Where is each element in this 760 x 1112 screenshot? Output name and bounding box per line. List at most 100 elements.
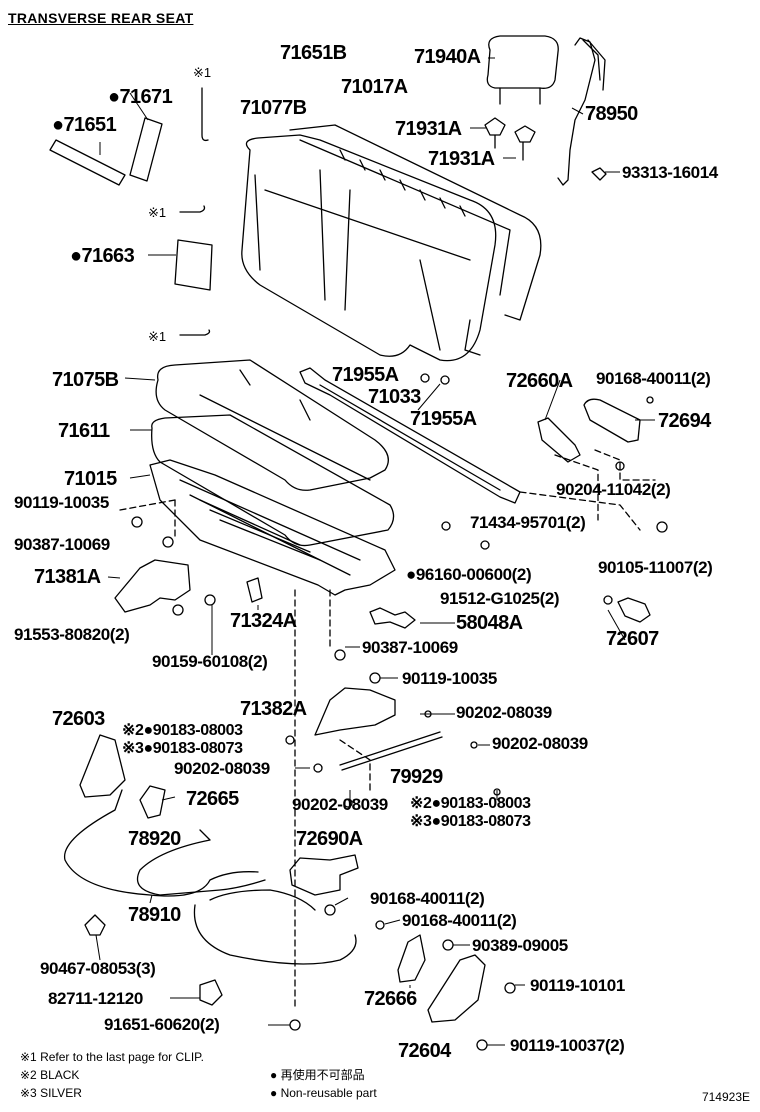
headrest-support-2 bbox=[514, 125, 536, 161]
seat-back-cushion bbox=[241, 134, 497, 362]
cable-78910 bbox=[63, 789, 259, 897]
part-71033: 71033 bbox=[368, 386, 421, 408]
part-58048A: 58048A bbox=[456, 612, 523, 634]
diagram-title: TRANSVERSE REAR SEAT bbox=[8, 10, 194, 26]
part-90119-a: 90119-10035 bbox=[14, 493, 109, 512]
lever-72690A bbox=[289, 854, 359, 896]
cable-78920 bbox=[136, 829, 266, 896]
part-90119-c: 90119-10101 bbox=[530, 976, 625, 995]
part-71381A: 71381A bbox=[34, 566, 101, 588]
cable-lower-2 bbox=[209, 889, 316, 911]
rod-79929 bbox=[339, 731, 443, 771]
clip-90467 bbox=[84, 914, 106, 936]
part-90387-a: 90387-10069 bbox=[14, 535, 110, 554]
part-71940A: 71940A bbox=[414, 46, 481, 68]
seat-back-frame bbox=[289, 124, 542, 356]
part-71077B: 71077B bbox=[240, 97, 307, 119]
legend-note-3: ※3 SILVER bbox=[20, 1086, 82, 1100]
bracket-58048A bbox=[369, 607, 416, 629]
part-90168-b: 90168-40011(2) bbox=[370, 889, 485, 908]
legend-nonreusable-jp-text: 再使用不可部品 bbox=[280, 1068, 365, 1082]
bracket-72660A bbox=[537, 417, 581, 463]
part-78950: 78950 bbox=[585, 103, 638, 125]
part-91651: 91651-60620(2) bbox=[104, 1015, 220, 1034]
part-90202-c: 90202-08039 bbox=[174, 759, 270, 778]
part-71651: ●71651 bbox=[52, 114, 117, 136]
clip-note-2: ※1 bbox=[148, 205, 167, 220]
cover-71663 bbox=[174, 239, 213, 291]
part-79929: 79929 bbox=[390, 766, 443, 788]
part-90202-b: 90202-08039 bbox=[492, 734, 588, 753]
clip-note-1: ※1 bbox=[193, 65, 212, 80]
part-90183-08003-b: ※2●90183-08003 bbox=[410, 795, 531, 812]
legend-note-2: ※2 BLACK bbox=[20, 1068, 80, 1082]
fasteners bbox=[131, 373, 668, 1051]
part-90467: 90467-08053(3) bbox=[40, 959, 156, 978]
part-93313: 93313-16014 bbox=[622, 163, 718, 182]
seat-frame-71015 bbox=[149, 459, 396, 596]
seat-cushion-71075B bbox=[155, 359, 389, 491]
part-90119-d: 90119-10037(2) bbox=[510, 1036, 625, 1055]
cable-lower bbox=[193, 904, 357, 965]
part-90168-c: 90168-40011(2) bbox=[402, 911, 517, 930]
part-71324A: 71324A bbox=[230, 610, 297, 632]
part-72666: 72666 bbox=[364, 988, 417, 1010]
seat-cushion-71611 bbox=[151, 414, 395, 547]
part-72604: 72604 bbox=[398, 1040, 451, 1062]
part-72607: 72607 bbox=[606, 628, 659, 650]
part-72665: 72665 bbox=[186, 788, 239, 810]
clip-71324A bbox=[246, 577, 263, 603]
bolt-93313 bbox=[591, 167, 607, 181]
part-90159: 90159-60108(2) bbox=[152, 652, 268, 671]
part-91512: 91512-G1025(2) bbox=[440, 589, 560, 608]
part-90183-08073-b: ※3●90183-08073 bbox=[410, 813, 531, 830]
part-71651B: 71651B bbox=[280, 42, 347, 64]
part-71663: ●71663 bbox=[70, 245, 135, 267]
connector-82711 bbox=[199, 979, 223, 1006]
part-90202-d: 90202-08039 bbox=[292, 795, 388, 814]
part-90204: 90204-11042(2) bbox=[556, 480, 671, 499]
part-90119-b: 90119-10035 bbox=[402, 669, 497, 688]
part-82711: 82711-12120 bbox=[48, 989, 143, 1008]
part-71671: ●71671 bbox=[108, 86, 173, 108]
hinge-rod-71033 bbox=[299, 367, 521, 504]
part-96160: ●96160-00600(2) bbox=[406, 565, 532, 584]
part-72603: 72603 bbox=[52, 708, 105, 730]
part-71075B: 71075B bbox=[52, 369, 119, 391]
part-78920: 78920 bbox=[128, 828, 181, 850]
cover-72666 bbox=[397, 934, 426, 983]
legend-note-1: ※1 Refer to the last page for CLIP. bbox=[20, 1050, 204, 1064]
part-71434: 71434-95701(2) bbox=[470, 513, 586, 532]
part-90389: 90389-09005 bbox=[472, 936, 568, 955]
cover-71651 bbox=[49, 139, 126, 186]
part-71015: 71015 bbox=[64, 468, 117, 490]
legend-nonreusable-jp: ● 再使用不可部品 bbox=[270, 1068, 365, 1082]
part-90387-b: 90387-10069 bbox=[362, 638, 458, 657]
bracket-72607 bbox=[617, 597, 651, 623]
part-72660A: 72660A bbox=[506, 370, 573, 392]
part-90183-08073-a: ※3●90183-08073 bbox=[122, 740, 243, 757]
part-71955A-1: 71955A bbox=[332, 364, 399, 386]
part-90105: 90105-11007(2) bbox=[598, 558, 713, 577]
part-71611: 71611 bbox=[58, 420, 110, 442]
part-71931A-1: 71931A bbox=[395, 118, 462, 140]
plate-72603 bbox=[79, 734, 126, 798]
part-71955A-2: 71955A bbox=[410, 408, 477, 430]
legend-nonreusable-en: ● Non-reusable part bbox=[270, 1086, 377, 1100]
clip-note-3: ※1 bbox=[148, 329, 167, 344]
part-72690A: 72690A bbox=[296, 828, 363, 850]
seat-belt bbox=[557, 37, 606, 186]
diagram-code: 714923E bbox=[701, 1090, 750, 1104]
bracket-71381A bbox=[114, 559, 191, 613]
leader-lines bbox=[95, 57, 655, 1046]
legend-nonreusable-en-text: Non-reusable part bbox=[280, 1086, 377, 1100]
part-71931A-2: 71931A bbox=[428, 148, 495, 170]
cover-72694 bbox=[583, 398, 641, 443]
clip-icon-3 bbox=[179, 329, 211, 336]
part-78910: 78910 bbox=[128, 904, 181, 926]
part-91553: 91553-80820(2) bbox=[14, 625, 130, 644]
cover-71671 bbox=[129, 117, 163, 182]
part-90168-top: 90168-40011(2) bbox=[596, 369, 711, 388]
bracket-71382A bbox=[314, 687, 396, 736]
